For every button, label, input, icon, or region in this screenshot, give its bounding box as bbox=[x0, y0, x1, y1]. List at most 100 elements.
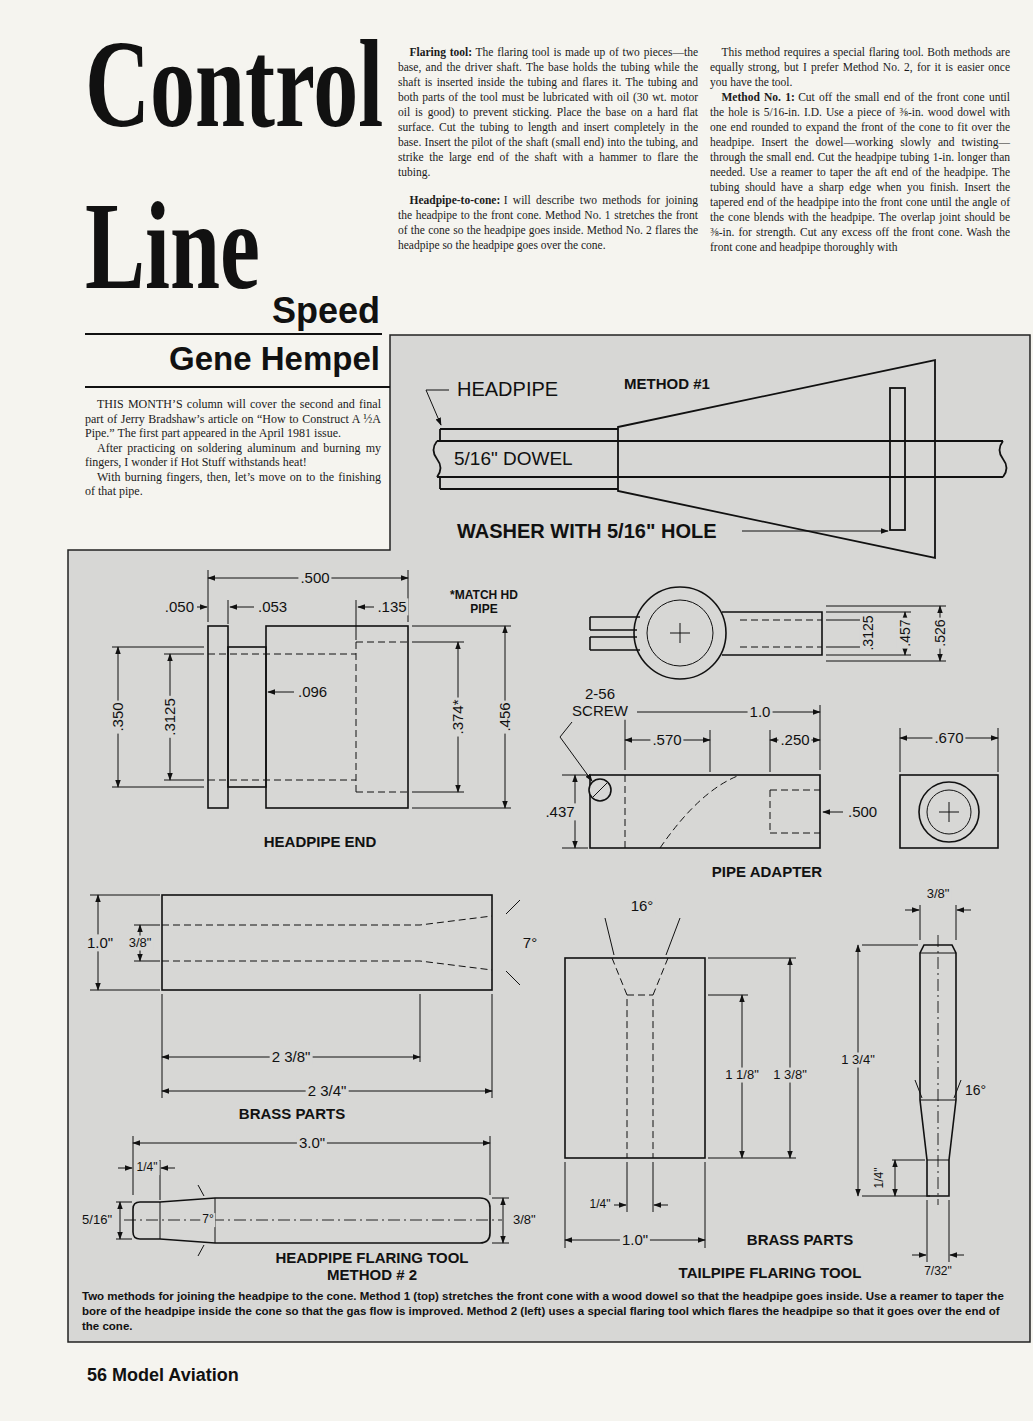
brass-parts-drawing bbox=[90, 895, 520, 1098]
pipe-adapter-drawing bbox=[740, 620, 822, 647]
headpipe-flaring-tool-drawing bbox=[503, 1198, 504, 1243]
part-name: BRASS PARTS bbox=[745, 1231, 855, 1248]
text-column: THIS MONTH’S column will cover the secon… bbox=[85, 397, 381, 499]
tailpipe-flaring-tool-drawing bbox=[905, 910, 919, 911]
headpipe-end-drawing bbox=[268, 692, 294, 693]
headpipe-end-drawing bbox=[208, 642, 408, 792]
method-1-drawing bbox=[440, 429, 618, 489]
pipe-adapter-drawing bbox=[625, 712, 820, 713]
method-1-drawing bbox=[890, 388, 905, 530]
tailpipe-flaring-tool-drawing bbox=[957, 910, 971, 911]
pipe-adapter-drawing bbox=[826, 606, 946, 661]
pipe-adapter-drawing bbox=[939, 802, 959, 822]
dimension-label: 1/4" bbox=[135, 1161, 160, 1175]
brass-parts-drawing bbox=[162, 916, 492, 970]
pipe-adapter-drawing bbox=[647, 600, 713, 666]
tailpipe-flaring-tool-drawing bbox=[654, 1205, 668, 1206]
tailpipe-flaring-tool-drawing bbox=[790, 958, 791, 1158]
pipe-adapter-drawing bbox=[560, 722, 592, 781]
run-in-heading: Flaring tool: bbox=[410, 46, 473, 58]
dimension-label: 1.0 bbox=[748, 703, 773, 720]
tailpipe-flaring-tool-drawing bbox=[892, 1160, 925, 1161]
heading-rules bbox=[85, 334, 390, 387]
part-name: BRASS PARTS bbox=[237, 1105, 347, 1122]
dimension-label: 2 3/8" bbox=[270, 1048, 313, 1065]
brass-parts-drawing bbox=[162, 895, 492, 990]
headpipe-end-drawing bbox=[208, 570, 408, 640]
headpipe-flaring-tool-drawing bbox=[116, 1136, 509, 1256]
dimension-label: HEADPIPE bbox=[455, 378, 560, 401]
dimension-label: .096 bbox=[296, 683, 329, 700]
pipe-adapter-drawing bbox=[562, 705, 998, 848]
dimension-label: .456 bbox=[496, 700, 513, 733]
tailpipe-flaring-tool-drawing bbox=[614, 1205, 626, 1206]
headpipe-flaring-tool-drawing bbox=[160, 1198, 215, 1243]
drawing-panel bbox=[68, 335, 1030, 1342]
dimension-label: 1/4" bbox=[588, 1198, 613, 1212]
part-name: WASHER WITH 5/16" HOLE bbox=[455, 520, 719, 543]
body-text: The flaring tool is made up of two piece… bbox=[398, 46, 698, 178]
headpipe-flaring-tool-drawing bbox=[124, 1220, 502, 1221]
paragraph: Method No. 1:Cut off the small end of th… bbox=[710, 90, 1010, 255]
part-name: PIPE ADAPTER bbox=[710, 863, 824, 880]
dimension-label: .050 bbox=[163, 598, 196, 615]
method-1-drawing bbox=[434, 441, 1007, 477]
pipe-adapter-drawing bbox=[590, 775, 820, 848]
pipe-adapter-drawing bbox=[900, 775, 998, 848]
run-in-heading: Method No. 1: bbox=[722, 91, 795, 103]
body-text: THIS MONTH’S column will cover the secon… bbox=[85, 397, 381, 440]
dimension-label: 1.0" bbox=[85, 934, 115, 951]
method-1-drawing bbox=[742, 531, 888, 532]
paragraph: With burning fingers, then, let’s move o… bbox=[85, 470, 381, 499]
paragraph: After practicing on soldering aluminum a… bbox=[85, 441, 381, 470]
part-name: TAILPIPE FLARING TOOL bbox=[677, 1264, 864, 1281]
dimension-label: 7° bbox=[200, 1213, 215, 1227]
dimension-label: .374* bbox=[449, 697, 466, 736]
pipe-adapter-drawing bbox=[927, 790, 971, 834]
dimension-label: 16° bbox=[963, 1082, 988, 1098]
pipe-adapter-drawing bbox=[560, 587, 998, 848]
headpipe-end-drawing bbox=[228, 647, 266, 787]
tailpipe-flaring-tool-drawing bbox=[565, 1162, 705, 1248]
headpipe-flaring-tool-drawing bbox=[133, 1198, 490, 1243]
headpipe-end-drawing bbox=[208, 626, 228, 808]
dimension-label: .670 bbox=[932, 729, 965, 746]
part-name: 56 Model Aviation bbox=[85, 1365, 241, 1386]
dimension-label: 5/16" DOWEL bbox=[452, 448, 575, 470]
dimension-label: 3/8" bbox=[127, 936, 154, 951]
dimension-label: .250 bbox=[778, 731, 811, 748]
headpipe-flaring-tool-drawing bbox=[116, 1198, 509, 1243]
tailpipe-flaring-tool-drawing bbox=[950, 1255, 964, 1256]
pipe-adapter-drawing bbox=[625, 775, 820, 848]
headpipe-end-drawing bbox=[358, 607, 374, 608]
part-name: HEADPIPE FLARING TOOL METHOD # 2 bbox=[250, 1249, 494, 1284]
tailpipe-flaring-tool-drawing bbox=[938, 935, 939, 1205]
dimension-label: 3/8" bbox=[925, 887, 952, 902]
paragraph: This method requires a special flaring t… bbox=[710, 45, 1010, 90]
dimension-label: .350 bbox=[109, 700, 126, 733]
pipe-adapter-drawing bbox=[722, 612, 822, 655]
pipe-adapter-drawing bbox=[589, 779, 611, 801]
headpipe-end-drawing bbox=[197, 607, 207, 608]
dimension-label: 1 1/8" bbox=[723, 1068, 761, 1083]
pipe-adapter-drawing bbox=[670, 623, 690, 643]
text-column: This method requires a special flaring t… bbox=[710, 45, 1010, 255]
dimension-label: .053 bbox=[256, 598, 289, 615]
tailpipe-flaring-tool-drawing bbox=[565, 958, 705, 1158]
dimension-label: 2-56 SCREW bbox=[563, 685, 637, 720]
dimension-label: .500 bbox=[846, 803, 879, 820]
figure-caption: Two methods for joining the headpipe to … bbox=[82, 1289, 1010, 1334]
dimension-label: 16° bbox=[629, 897, 656, 914]
headpipe-flaring-tool-drawing bbox=[161, 1168, 175, 1169]
pipe-adapter-drawing bbox=[590, 617, 640, 650]
tailpipe-flaring-tool-drawing bbox=[920, 905, 956, 940]
dimension-label: .135 bbox=[375, 598, 408, 615]
brass-parts-drawing bbox=[506, 900, 520, 985]
body-text: This method requires a special flaring t… bbox=[710, 46, 1010, 88]
dimension-label: 7° bbox=[521, 934, 539, 951]
pipe-adapter-drawing bbox=[919, 782, 979, 842]
tailpipe-flaring-tool-drawing bbox=[858, 945, 859, 1196]
tailpipe-flaring-tool-drawing bbox=[912, 1255, 926, 1256]
heading-text: Speed bbox=[270, 290, 382, 331]
